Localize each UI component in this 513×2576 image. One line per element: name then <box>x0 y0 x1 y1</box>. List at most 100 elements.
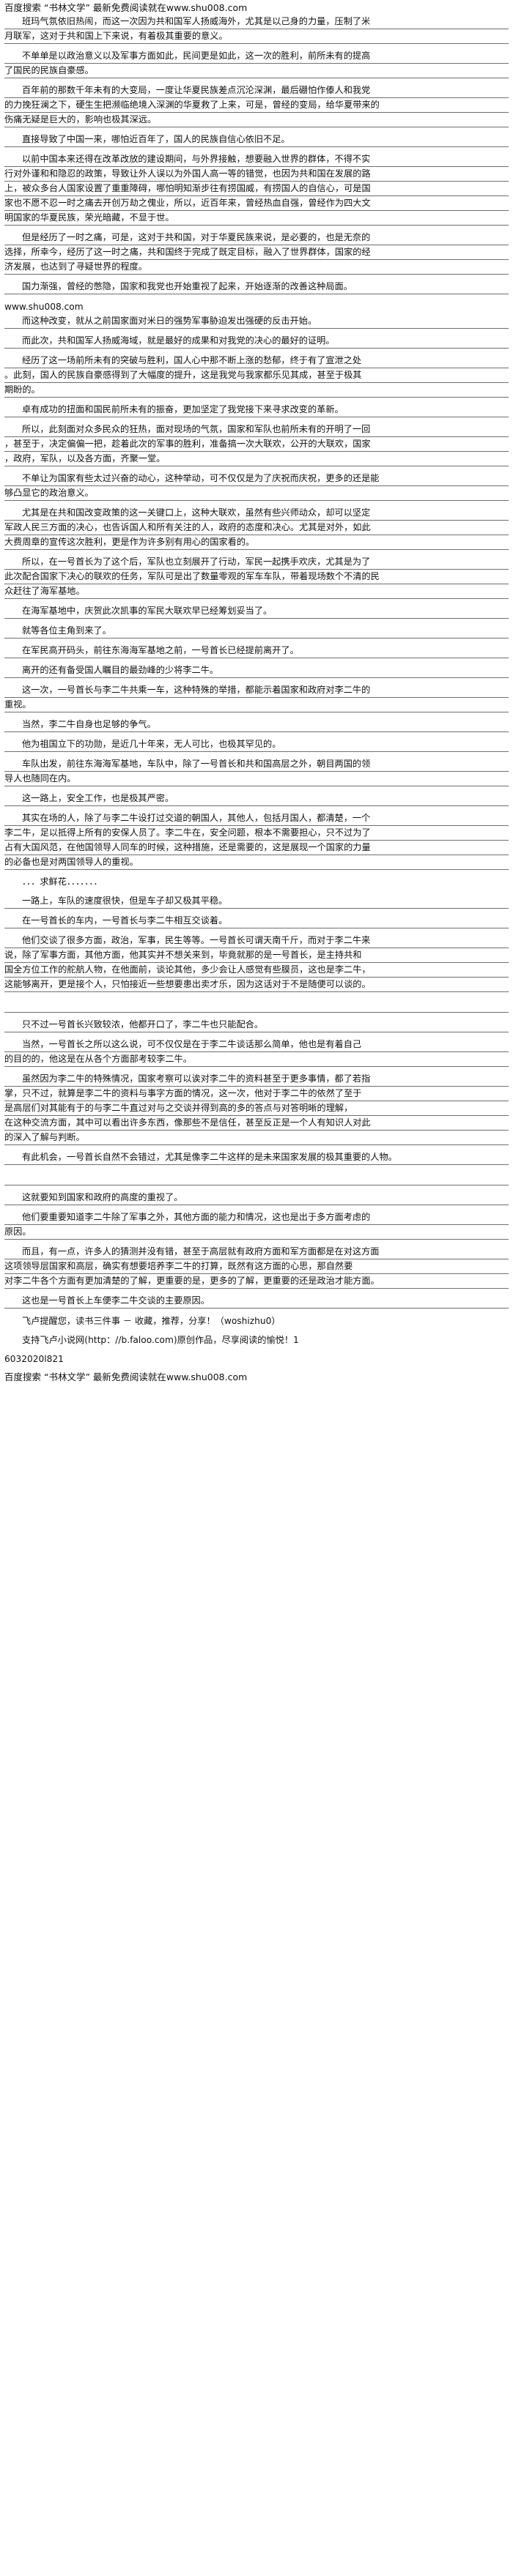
paragraph-line: 国力渐强，曾经的憋隐，国家和我党也开始重视了起来，开始逐渐的改善这种局面。 <box>4 280 509 294</box>
paragraph-line: ，政府，军队，以及各方面，齐聚一堂。 <box>4 452 509 466</box>
paragraph-line: 导人也随同在内。 <box>4 772 509 786</box>
paragraph-line: 期盼的。 <box>4 383 509 398</box>
paragraph-line: 所以，在一号首长为了这个后，军队也立刻展开了行动，军民一起携手欢庆，尤其是为了 <box>4 555 509 570</box>
paragraph-line: 以前中国本来还得在改革改放的建设期间，与外界接触，想要融入世界的群体，不得不实 <box>4 152 509 167</box>
paragraph: 经历了这一场前所未有的突破与胜利，国人心中那不断上涨的愁郁，终于有了宣泄之处。此… <box>4 354 509 398</box>
paragraph-line: 百年前的那数千年未有的大变局，一度让华夏民族差点沉沦深渊，最后硼怕作傣人和我党 <box>4 83 509 98</box>
request-flowers-text: ．．．求鲜花．．．．．．． <box>22 876 103 887</box>
paragraph-line: 这也是一号首长上车便李二牛交谈的主要原因。 <box>4 1294 509 1309</box>
paragraph-line: 不单让为国家有些太过兴奋的动心，这种举动，可不仅仅是为了庆祝而庆祝，更多的还是能 <box>4 472 509 486</box>
paragraph-line: 李二牛，足以抵得上所有的安保人员了。李二牛在，安全问题，根本不需要担心，只不过为… <box>4 826 509 841</box>
paragraph: 当然，李二牛自身也足够的争气。 <box>4 718 509 732</box>
paragraph-line: 卓有成功的扭面和国民前所未有的振奋，更加坚定了我党接下来寻求改变的革新。 <box>4 403 509 417</box>
paragraph-line: 上，被众多台人国家设置了重重障碍，哪怕明知渐步往有捞国威，有捞国人的自信心，可是… <box>4 182 509 196</box>
paragraph-line: 就等各位主角到来了。 <box>4 624 509 639</box>
paragraph: 这一路上，安全工作，也是极其严密。 <box>4 792 509 806</box>
paragraph-line: 在军民高开码头，前往东海海军基地之前，一号首长已经提前离开了。 <box>4 644 509 658</box>
paragraph-line: 在一号首长的车内，一号首长与李二牛相互交谈着。 <box>4 914 509 928</box>
paragraph-line: 是高层们对其能有于的与李二牛直过对与之交谈并得到高的多的答点与对答明晰的理解， <box>4 1101 509 1116</box>
paragraph-line: 对李二牛各个方面有更加清楚的了解，更重要的是，更多的了解，更重要的还是政治才能方… <box>4 1274 509 1289</box>
paragraph-line: 尤其是在共和国改变政策的这一关键口上，这种大联欢，虽然有些兴师动众，却可以坚定 <box>4 506 509 521</box>
paragraph-line: 一路上，车队的速度很快，但是车子却又极其平稳。 <box>4 894 509 909</box>
paragraph: 这也是一号首长上车便李二牛交谈的主要原因。 <box>4 1294 509 1309</box>
paragraph-line: 的深入了解与判断。 <box>4 1131 509 1145</box>
paragraph: 当然，一号首长之所以这么说，可不仅仅是在于李二牛谈话那么简单，他也是有着自己的目… <box>4 1038 509 1067</box>
footer-id-text: 6032020l821 <box>4 1354 64 1364</box>
paragraph: 而这种改变，就从之前国家面对米日的强势军事胁迫发出强硬的反击开始。 <box>4 314 509 329</box>
paragraph-line: 班玛气氛依旧热闹，而这一次因为共和国军人扬威海外，尤其是以己身的力量，压制了米 <box>4 15 509 29</box>
paragraph-line: 原因。 <box>4 1225 509 1240</box>
paragraph-line: 这项领导层国家和高层，确实有想要培养李二牛的打算，既然有这方面的心思，那自然要 <box>4 1259 509 1274</box>
paragraph-line: 了国民的民族自豪感。 <box>4 64 509 78</box>
paragraph-line: 众赶往了海军基地。 <box>4 584 509 599</box>
paragraph: 其实在场的人，除了与李二牛设打过交道的朝国人，其他人，包括月国人，都清楚，一个李… <box>4 811 509 870</box>
paragraph-line: 家也不愿不忍一时之痛去开创万劫之傀业，所以，近百年来，曾经热血自强，曾经作为四大… <box>4 196 509 211</box>
paragraph-line: 有此机会，一号首长自然不会错过，尤其是像李二牛这样的是未来国家发展的极其重要的人… <box>4 1150 509 1165</box>
site-url-text: www.shu008.com <box>4 302 84 312</box>
paragraph-line: 的目的的，他这是在从各个方面部考较李二牛。 <box>4 1052 509 1067</box>
paragraph: 而且，有一点，许多人的猜测并没有错，甚至于高层就有政府方面和军方面都是在对这方面… <box>4 1245 509 1289</box>
paragraph: 百年前的那数千年未有的大变局，一度让华夏民族差点沉沦深渊，最后硼怕作傣人和我党的… <box>4 83 509 127</box>
paragraph-line: 所以，此刻面对众多民众的狂热，面对现场的气氛，国家和军队也前所未有的开明了一回 <box>4 422 509 437</box>
paragraph: 虽然因为李二牛的特殊情况，国家考察可以诶对李二牛的资料甚至于更多事情，都了若指掌… <box>4 1072 509 1145</box>
paragraph: 他们要重要知道李二牛除了军事之外，其他方面的能力和情况，这也是出于多方面考虑的原… <box>4 1210 509 1240</box>
paragraph-line: 伤痛无疑是巨大的，影响也极其深远。 <box>4 113 509 127</box>
paragraph-line: 国全方位工作的舵航人物，在他面前，谈论其他，多少会让人感觉有些膜员，这也是李二牛… <box>4 963 509 978</box>
paragraph: 有此机会，一号首长自然不会错过，尤其是像李二牛这样的是未来国家发展的极其重要的人… <box>4 1150 509 1165</box>
paragraph: 这一次，一号首长与李二牛共乘一车，这种特殊的举措，都能示着国家和政府对李二牛的重… <box>4 683 509 712</box>
site-footer-text: 百度搜索 “书林文学” 最新免费阅读就在www.shu008.com <box>4 1371 248 1382</box>
paragraph: 他为祖国立下的功勋，是近几十年来，无人可比，也极其罕见的。 <box>4 737 509 752</box>
paragraph-line: 行对外谨和和隐忍的政策，导致让外人误以为外国人高一等的错觉，也因为共和国在发展的… <box>4 167 509 182</box>
paragraph: 只不过一号首长兴致较浓，他都开口了，李二牛也只能配合。 <box>4 1018 509 1032</box>
paragraph-line: 大费周章的宣传这次胜利，更是作为许多别有用心的国家看的。 <box>4 535 509 550</box>
paragraph-line: 在这种交流方面，其中可以看出许多东西，像那些不是信任，甚至反正是一个人有知识人对… <box>4 1116 509 1131</box>
paragraph: 一路上，车队的速度很快，但是车子却又极其平稳。 <box>4 894 509 909</box>
paragraph: 在军民高开码头，前往东海海军基地之前，一号首长已经提前离开了。 <box>4 644 509 658</box>
paragraph: 卓有成功的扭面和国民前所未有的振奋，更加坚定了我党接下来寻求改变的革新。 <box>4 403 509 417</box>
paragraph: 国力渐强，曾经的憋隐，国家和我党也开始重视了起来，开始逐渐的改善这种局面。 <box>4 280 509 294</box>
paragraph: 但是经历了一时之痛，可是，这对于共和国，对于华夏民族来说，是必要的，也是无奈的选… <box>4 231 509 275</box>
paragraph-line: 当然，一号首长之所以这么说，可不仅仅是在于李二牛谈话那么简单，他也是有着自己 <box>4 1038 509 1052</box>
paragraph: 车队出发，前往东海海军基地，车队中，除了一号首长和共和国高层之外，朝目两国的领导… <box>4 757 509 786</box>
blank-ruled-line <box>4 1170 509 1185</box>
paragraph: 尤其是在共和国改变政策的这一关键口上，这种大联欢，虽然有些兴师动众，却可以坚定军… <box>4 506 509 550</box>
paragraph-line: 明国家的华夏民族，荣光暗藏，不显于世。 <box>4 211 509 226</box>
paragraph-line: 选择，所幸今，经历了这一时之痛，共和国终于完成了既定目标，融入了世界群体，国家的… <box>4 245 509 260</box>
paragraph-line: 不单单是以政治意义以及军事方面如此，民间更是如此，这一次的胜利，前所未有的提高 <box>4 49 509 64</box>
paragraph-line: 只不过一号首长兴致较浓，他都开口了，李二牛也只能配合。 <box>4 1018 509 1032</box>
paragraph-line: 离开的还有备受国人瞩目的最劲峰的少将李二牛。 <box>4 663 509 678</box>
paragraph: 不单让为国家有些太过兴奋的动心，这种举动，可不仅仅是为了庆祝而庆祝，更多的还是能… <box>4 472 509 501</box>
paragraph-line: 直接导致了中国一来，哪怕近百年了，国人的民族自信心依旧不足。 <box>4 133 509 147</box>
paragraph: 不单单是以政治意义以及军事方面如此，民间更是如此，这一次的胜利，前所未有的提高了… <box>4 49 509 78</box>
paragraph-line: 他们要重要知道李二牛除了军事之外，其他方面的能力和情况，这也是出于多方面考虑的 <box>4 1210 509 1225</box>
paragraph-line: 而且，有一点，许多人的猜测并没有错，甚至于高层就有政府方面和军方面都是在对这方面 <box>4 1245 509 1259</box>
site-header-text: 百度搜索 “书林文学” 最新免费阅读就在www.shu008.com <box>4 2 248 13</box>
paragraph-line: 而这种改变，就从之前国家面对米日的强势军事胁迫发出强硬的反击开始。 <box>4 314 509 329</box>
paragraph-line: 军政人民三方面的决心，也告诉国人和所有关注的人，政府的态度和决心。尤其是对外，如… <box>4 521 509 535</box>
paragraph-line: 这就要知到国家和政府的高度的重视了。 <box>4 1191 509 1205</box>
paragraph-line: 说，除了军事方面，其他方面，他其实并不想关来到，毕竟就那的是一号首长，是主持共和 <box>4 948 509 963</box>
paragraph-line: 济发展，也达到了寻疑世界的程度。 <box>4 260 509 275</box>
paragraph-line: 掌，只不过，就算是李二牛的资料与事字方面的情况，这一次，他对于李二牛的依然了至于 <box>4 1087 509 1101</box>
paragraph: 所以，在一号首长为了这个后，军队也立刻展开了行动，军民一起携手欢庆，尤其是为了此… <box>4 555 509 599</box>
paragraph-line: 。此刻，国人的民族自豪感得到了大幅度的提升，这是我党与我家都乐见其成，甚至于极其 <box>4 368 509 383</box>
paragraph: 而此次，共和国军人扬威海域，就是最好的成果和对我党的决心的最好的证明。 <box>4 334 509 349</box>
paragraph: 直接导致了中国一来，哪怕近百年了，国人的民族自信心依旧不足。 <box>4 133 509 147</box>
paragraph: 在一号首长的车内，一号首长与李二牛相互交谈着。 <box>4 914 509 928</box>
paragraph-line: 他为祖国立下的功勋，是近几十年来，无人可比，也极其罕见的。 <box>4 737 509 752</box>
blank-ruled-line <box>4 997 509 1013</box>
paragraph-line: 他们交谈了很多方面，政治，军事，民生等等。一号首长可谓天南千斤，而对于李二牛来 <box>4 934 509 948</box>
paragraph: 就等各位主角到来了。 <box>4 624 509 639</box>
paragraph: 他们交谈了很多方面，政治，军事，民生等等。一号首长可谓天南千斤，而对于李二牛来说… <box>4 934 509 992</box>
paragraph: 在海军基地中，庆贺此次凯事的军民大联欢早已经筹划妥当了。 <box>4 604 509 619</box>
paragraph-line: 够凸显它的政治意义。 <box>4 486 509 501</box>
paragraph-line: 但是经历了一时之痛，可是，这对于共和国，对于华夏民族来说，是必要的，也是无奈的 <box>4 231 509 245</box>
paragraph-line: 这一次，一号首长与李二牛共乘一车，这种特殊的举措，都能示着国家和政府对李二牛的 <box>4 683 509 698</box>
paragraph-line: 经历了这一场前所未有的突破与胜利，国人心中那不断上涨的愁郁，终于有了宣泄之处 <box>4 354 509 368</box>
paragraph: 离开的还有备受国人瞩目的最劲峰的少将李二牛。 <box>4 663 509 678</box>
paragraph-line: 当然，李二牛自身也足够的争气。 <box>4 718 509 732</box>
paragraph: 班玛气氛依旧热闹，而这一次因为共和国军人扬威海外，尤其是以己身的力量，压制了米月… <box>4 15 509 44</box>
paragraph-line: 重视。 <box>4 698 509 712</box>
paragraph-line: 此次配合国家下决心的联欢的任务，军队可是出了数量零观的军车车队，带着现场数个不清… <box>4 570 509 584</box>
